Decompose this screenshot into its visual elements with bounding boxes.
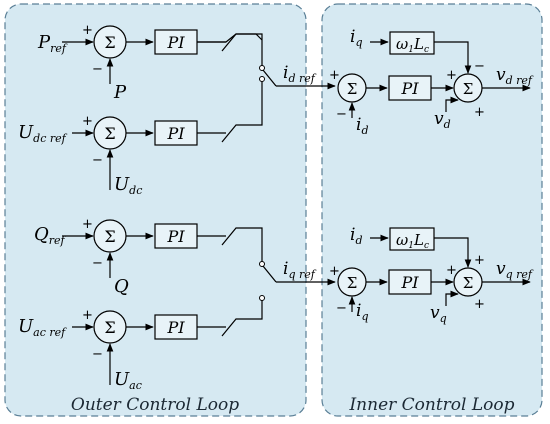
plus-sign: + [446,263,457,278]
id-coupling-label: id [350,225,362,247]
outer-loop-title: Outer Control Loop [71,395,239,415]
plus-sign: + [82,114,93,129]
inner-loop-title: Inner Control Loop [348,395,514,415]
pi-block [388,75,432,101]
limiter [197,80,263,143]
plus-sign: + [82,308,93,323]
plus-sign: + [329,68,340,83]
minus-sign: − [92,62,103,77]
omega-l-label: ω1Lc [396,231,429,251]
limiter [197,227,263,262]
limiter [197,300,263,337]
vd-ref-label: vd ref [496,65,534,87]
minus-sign: − [92,153,103,168]
svg-text:PI: PI [166,33,185,52]
sum-symbol: Σ [104,318,115,337]
omega-l-block [389,31,435,55]
svg-text:PI: PI [400,79,419,98]
udc-ref-label: Udc ref [18,122,68,145]
vq-feedforward-label: vq [430,303,447,325]
plus-sign: + [446,68,457,83]
minus-sign: − [92,256,103,271]
udc-feedback-label: Udc [114,174,142,197]
inner-loop-q: + Σ − iq PI + id ω1Lc + Σ vq + vq ref [329,225,534,325]
sum-symbol: Σ [104,124,115,143]
plus-sign: + [82,217,93,232]
q-feedback-label: Q [114,276,129,297]
id-feedback-label: id [356,115,368,137]
inner-loop-d: + Σ − id PI + iq ω1Lc − Σ vd + vd ref [329,27,534,137]
omega-l-block [389,227,435,251]
outer-row-uac: Uac ref + Σ − Uac PI [18,300,263,392]
iq-coupling-label: iq [350,27,362,49]
sum-symbol: Σ [347,274,358,292]
outer-row-p: Pref + Σ − P PI [37,23,263,103]
pi-block [154,29,198,55]
outer-row-q: Qref + Σ − Q PI [34,217,263,297]
sum-symbol: Σ [463,274,474,292]
iq-feedback-label: iq [356,301,368,323]
pi-block [154,223,198,249]
vd-feedforward-label: vd [434,109,451,131]
minus-sign: − [474,59,485,74]
svg-text:PI: PI [166,227,185,246]
plus-sign: + [82,23,93,38]
switch-q: iq ref [259,259,336,301]
svg-text:PI: PI [166,318,185,337]
minus-sign: − [92,347,103,362]
uac-feedback-label: Uac [114,369,142,392]
omega-l-label: ω1Lc [396,35,429,55]
plus-sign: + [474,297,485,312]
p-ref-label: Pref [37,32,68,55]
sum-symbol: Σ [104,227,115,246]
q-ref-label: Qref [34,224,67,247]
plus-sign: + [329,264,340,279]
p-feedback-label: P [113,82,127,103]
iq-ref-label: iq ref [283,259,317,281]
vq-ref-label: vq ref [496,259,534,281]
id-ref-label: id ref [283,63,317,85]
switch-d: id ref [259,63,336,90]
minus-sign: − [336,301,347,316]
svg-text:PI: PI [400,273,419,292]
pi-block [154,120,198,146]
plus-sign: + [474,105,485,120]
sum-symbol: Σ [463,80,474,98]
minus-sign: − [336,107,347,122]
uac-ref-label: Uac ref [18,316,67,339]
sum-symbol: Σ [347,80,358,98]
sum-symbol: Σ [104,33,115,52]
outer-row-udc: Udc ref + Σ − Udc PI [18,80,263,197]
plus-sign: + [474,253,485,268]
inner-control-loop-panel [321,3,543,417]
pi-block [154,314,198,340]
outer-control-loop-panel [4,3,307,417]
svg-text:PI: PI [166,124,185,143]
